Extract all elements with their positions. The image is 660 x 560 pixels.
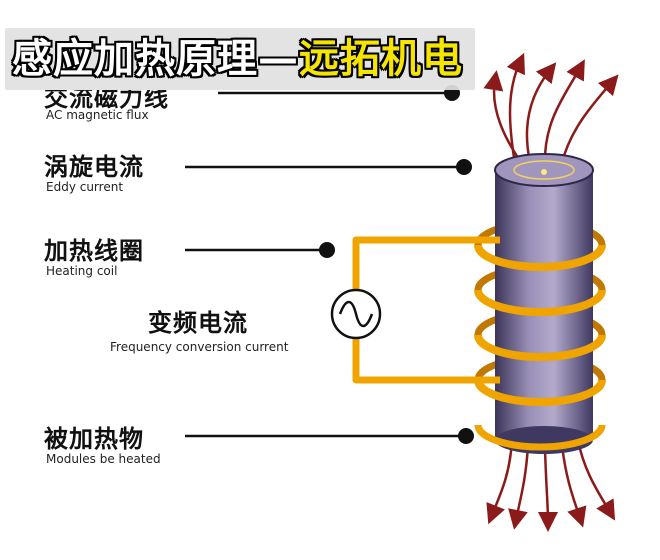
coil-front	[474, 244, 606, 451]
ac-flux-label: 交流磁力线	[44, 84, 169, 112]
title-main: 感应加热原理	[12, 36, 258, 82]
title-separator: —	[258, 36, 299, 82]
title-brand: 远拓机电	[299, 36, 463, 82]
leader-lines	[185, 91, 464, 438]
frequency-current-sublabel: Frequency conversion current	[110, 340, 289, 354]
frequency-current-label: 变频电流	[148, 309, 248, 337]
workpiece-label: 被加热物	[44, 425, 144, 453]
leader-dots	[319, 85, 474, 444]
top-flux-lines	[483, 52, 619, 169]
workpiece-sublabel: Modules be heated	[46, 452, 161, 466]
coil-leads	[352, 236, 500, 384]
eddy-current-sublabel: Eddy current	[46, 180, 124, 194]
title-banner	[5, 28, 475, 90]
heating-coil-sublabel: Heating coil	[46, 264, 118, 278]
ac-source-icon	[330, 288, 382, 340]
ac-flux-sublabel: AC magnetic flux	[46, 108, 149, 122]
heating-coil-label: 加热线圈	[44, 237, 144, 265]
eddy-current-label: 涡旋电流	[44, 153, 144, 181]
page-title: 感应加热原理—远拓机电	[12, 34, 463, 84]
